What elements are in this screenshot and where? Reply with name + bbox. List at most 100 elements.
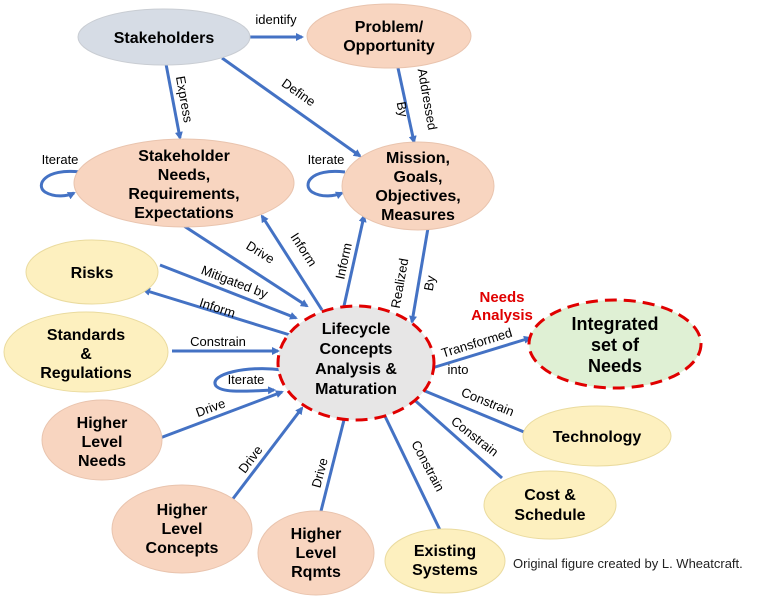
node-standards: Standards & Regulations: [3, 311, 169, 393]
node-stakeholder-needs: Stakeholder Needs, Requirements, Expecta…: [73, 138, 295, 228]
label-constrain-technology: Constrain: [459, 384, 516, 419]
edge-problem-mission: [396, 67, 417, 144]
edge-center-inform-needs: [260, 214, 324, 311]
node-technology: Technology: [522, 405, 672, 467]
mission-label-1: Mission,: [386, 150, 450, 167]
edge-center-drive-needs: [183, 224, 309, 308]
node-cost-schedule: Cost & Schedule: [483, 470, 617, 540]
integrated-label-3: Needs: [588, 356, 642, 376]
label-drive-needs: Drive: [244, 238, 278, 267]
standards-label-1: Standards: [47, 327, 125, 344]
higher-needs-label-1: Higher: [77, 415, 128, 432]
higher-needs-ellipse: [41, 399, 163, 481]
stakeholders-label: Stakeholders: [114, 30, 215, 47]
needs-label-3: Requirements,: [128, 186, 239, 203]
label-realized-by: By: [421, 274, 438, 292]
edge-stakeholders-mission: [221, 56, 362, 158]
cost-schedule-ellipse: [483, 470, 617, 540]
higher-concepts-ellipse: [111, 484, 253, 574]
label-realized: Realized: [388, 257, 412, 309]
integrated-label-2: set of: [591, 335, 640, 355]
problem-label-1: Problem/: [355, 19, 424, 36]
node-problem-opportunity: Problem/ Opportunity: [306, 3, 472, 69]
credit-text: Original figure created by L. Wheatcraft…: [513, 556, 743, 571]
center-label-1: Lifecycle: [322, 321, 391, 338]
needs-label-2: Needs,: [158, 167, 210, 184]
edge-stakeholders-needs: [164, 63, 183, 140]
edge-technology-constrain-center: [406, 382, 525, 434]
edge-higher-rqmts-drive-center: [318, 410, 349, 516]
higher-rqmts-label-2: Level: [296, 545, 337, 562]
higher-needs-label-3: Needs: [78, 453, 126, 470]
mission-label-3: Objectives,: [375, 188, 460, 205]
label-constrain-existing: Constrain: [408, 438, 447, 494]
higher-concepts-label-2: Level: [162, 521, 203, 538]
edge-center-inform-risks: [142, 287, 291, 337]
higher-rqmts-label-3: Rqmts: [291, 564, 341, 581]
needs-label-4: Expectations: [134, 205, 234, 222]
higher-rqmts-ellipse: [257, 510, 375, 596]
center-ellipse: [276, 304, 436, 422]
technology-label: Technology: [553, 429, 642, 446]
label-inform-mission: Inform: [332, 241, 354, 280]
needs-label-1: Stakeholder: [138, 148, 230, 165]
standards-ellipse: [3, 311, 169, 393]
center-label-3: Analysis &: [315, 361, 397, 378]
mission-ellipse: [341, 141, 495, 231]
integrated-label-1: Integrated: [571, 314, 658, 334]
technology-ellipse: [522, 405, 672, 467]
existing-systems-label-2: Systems: [412, 562, 478, 579]
cost-schedule-label-2: Schedule: [514, 507, 585, 524]
integrated-ellipse: [527, 298, 703, 390]
existing-systems-label-1: Existing: [414, 543, 476, 560]
edge-iterate-mission-loop: [306, 169, 346, 200]
label-drive-higher-concepts: Drive: [235, 443, 265, 476]
existing-systems-ellipse: [384, 528, 506, 594]
label-iterate-needs: Iterate: [42, 152, 79, 167]
label-identify: identify: [255, 12, 297, 27]
node-stakeholders: Stakeholders: [77, 8, 251, 66]
label-iterate-mission: Iterate: [308, 152, 345, 167]
higher-needs-label-2: Level: [82, 434, 123, 451]
risks-ellipse: [25, 239, 159, 305]
problem-ellipse: [306, 3, 472, 69]
center-label-4: Maturation: [315, 381, 397, 398]
needs-analysis-title: Needs Analysis: [471, 289, 533, 324]
needs-ellipse: [73, 138, 295, 228]
edges: [39, 33, 532, 531]
cost-schedule-label-1: Cost &: [524, 487, 576, 504]
node-center-lifecycle: Lifecycle Concepts Analysis & Maturation: [276, 304, 436, 422]
edge-iterate-needs-loop: [39, 169, 81, 200]
standards-label-3: Regulations: [40, 365, 132, 382]
edge-risks-mitigated-center: [159, 263, 298, 320]
label-inform-risks: Inform: [198, 295, 238, 321]
needs-analysis-label-1: Needs: [479, 289, 524, 306]
node-higher-level-needs: Higher Level Needs: [41, 399, 163, 481]
problem-label-2: Opportunity: [343, 38, 435, 55]
node-integrated-needs: Integrated set of Needs: [527, 298, 703, 390]
label-drive-higher-needs: Drive: [194, 396, 228, 420]
mission-label-2: Goals,: [394, 169, 443, 186]
edge-higher-needs-drive-center: [159, 390, 284, 440]
standards-label-2: &: [80, 346, 92, 363]
label-addressed: Addressed: [415, 67, 441, 131]
stakeholders-ellipse: [77, 8, 251, 66]
higher-concepts-label-3: Concepts: [146, 540, 219, 557]
edge-center-transformed-integrated: [431, 335, 532, 370]
edge-higher-concepts-drive-center: [230, 406, 304, 501]
label-constrain-standards: Constrain: [190, 334, 246, 349]
higher-concepts-label-1: Higher: [157, 502, 208, 519]
node-existing-systems: Existing Systems: [384, 528, 506, 594]
risks-label: Risks: [71, 265, 114, 282]
node-risks: Risks: [25, 239, 159, 305]
needs-analysis-label-2: Analysis: [471, 307, 533, 324]
label-into: into: [448, 362, 469, 377]
edge-iterate-center-loop: [213, 367, 283, 395]
center-label-2: Concepts: [320, 341, 393, 358]
edge-mission-realized-center: [409, 227, 430, 324]
label-addressed-by: By: [394, 100, 411, 118]
higher-rqmts-label-1: Higher: [291, 526, 342, 543]
label-iterate-center: Iterate: [228, 372, 265, 387]
